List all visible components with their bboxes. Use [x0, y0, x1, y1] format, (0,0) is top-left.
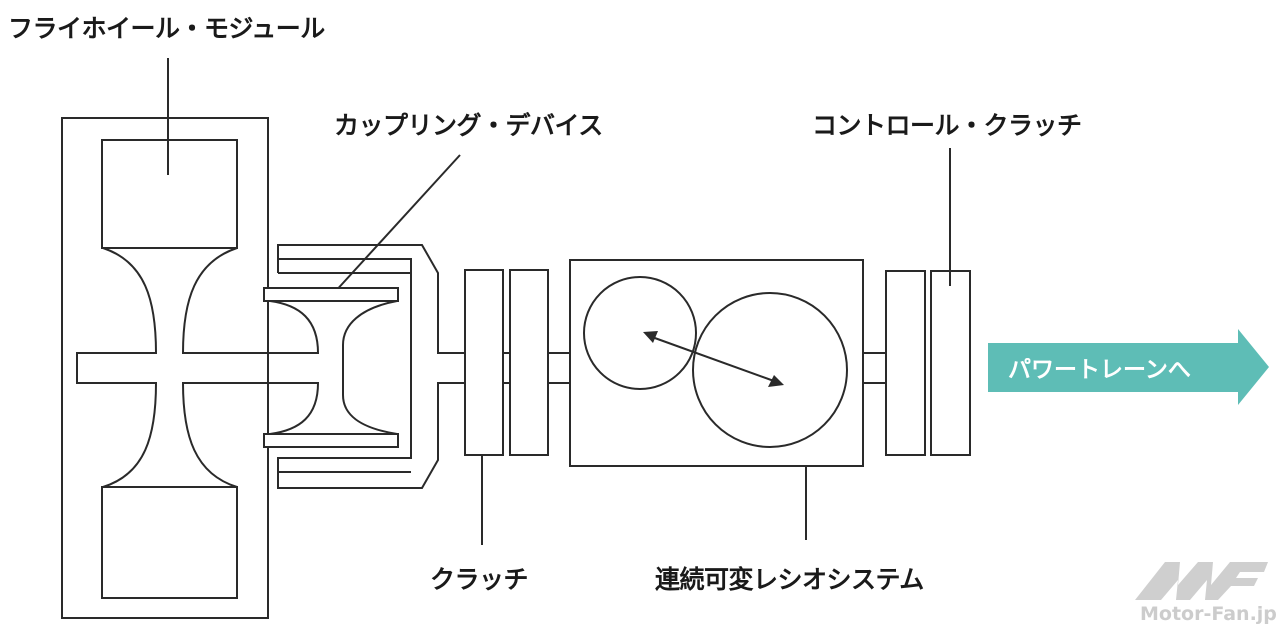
label-cvt: 連続可変レシオシステム: [655, 565, 924, 594]
cvt-system: [569, 259, 886, 467]
control-clutch: [885, 270, 971, 456]
label-coupling-device: カップリング・デバイス: [334, 111, 603, 140]
label-clutch: クラッチ: [430, 565, 529, 594]
powertrain-arrow: [988, 329, 1269, 405]
label-flywheel-module: フライホイール・モジュール: [8, 14, 325, 43]
motor-fan-logo: [1135, 562, 1268, 600]
leader-coupling: [332, 154, 461, 295]
label-to-powertrain: パワートレーンへ: [1008, 357, 1191, 383]
logo-text: Motor-Fan.jp: [1140, 603, 1277, 625]
clutch: [464, 269, 570, 456]
label-control-clutch: コントロール・クラッチ: [812, 111, 1082, 140]
coupling-device: [263, 244, 465, 489]
flywheel-module: [61, 117, 320, 619]
